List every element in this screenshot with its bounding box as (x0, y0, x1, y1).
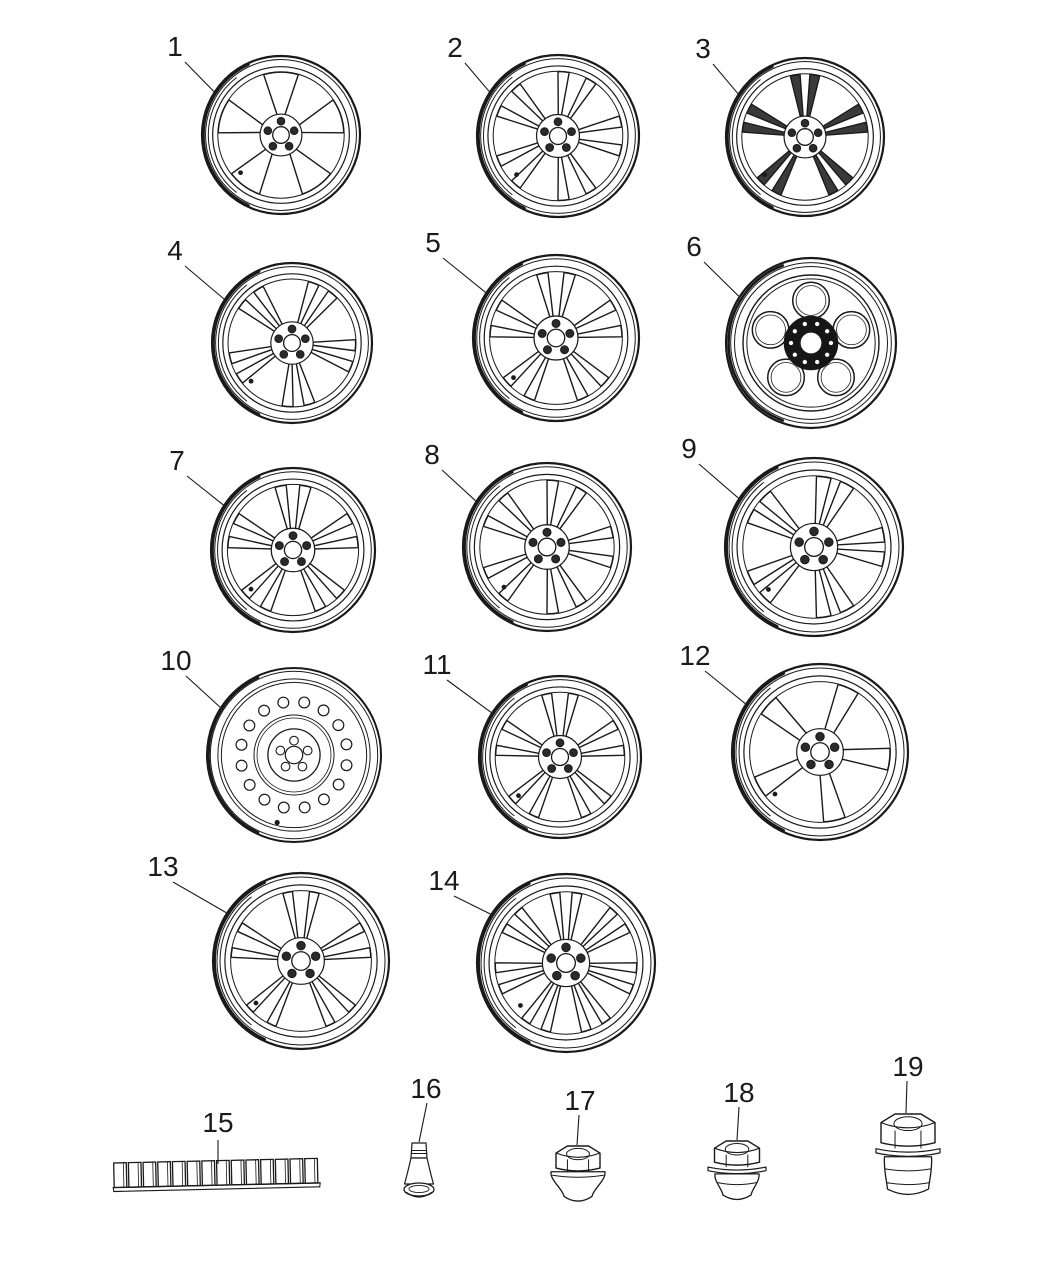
part-2-aluminum-wheel-10-spoke: 2 (447, 32, 641, 219)
part-16-tire-valve-stem: 16 (403, 1073, 442, 1198)
callout-7: 7 (169, 445, 185, 476)
leader-line-12 (704, 670, 746, 705)
part-13-aluminum-wheel-10-thin-spoke: 13 (147, 851, 391, 1051)
leader-line-6 (703, 261, 740, 297)
leader-line-9 (698, 463, 739, 499)
callout-8: 8 (424, 439, 440, 470)
callout-15: 15 (202, 1107, 233, 1138)
callout-2: 2 (447, 32, 463, 63)
part-3-aluminum-wheel-5-double-spoke-painted: 3 (695, 33, 886, 218)
leader-line-11 (446, 679, 492, 713)
callout-16: 16 (410, 1073, 441, 1104)
leader-line-16 (418, 1102, 428, 1143)
part-4-aluminum-wheel-5-split-spoke: 4 (167, 235, 374, 425)
callout-6: 6 (686, 231, 702, 262)
leader-line-14 (453, 895, 491, 915)
leader-line-2 (464, 62, 490, 92)
part-9-aluminum-wheel-5-wide-split-spoke: 9 (681, 433, 905, 638)
callout-19: 19 (892, 1051, 923, 1082)
part-1-aluminum-wheel-5-spoke: 1 (167, 31, 362, 216)
part-15-wheel-balance-weight-strip: 15 (112, 1107, 321, 1193)
callout-13: 13 (147, 851, 178, 882)
callout-10: 10 (160, 645, 191, 676)
callout-9: 9 (681, 433, 697, 464)
part-14-aluminum-wheel-7-y-spoke-mesh: 14 (428, 865, 657, 1054)
part-19-lug-nut-capped: 19 (875, 1051, 941, 1196)
leader-line-18 (736, 1106, 740, 1141)
leader-line-17 (576, 1114, 580, 1146)
leader-line-8 (441, 469, 476, 502)
leader-line-1 (184, 61, 215, 92)
callout-1: 1 (167, 31, 183, 62)
callout-4: 4 (167, 235, 183, 266)
leader-line-3 (712, 63, 739, 94)
leader-line-7 (186, 475, 224, 506)
callout-5: 5 (425, 227, 441, 258)
part-7-aluminum-wheel-5-y-spoke: 7 (169, 445, 377, 634)
part-17-lug-nut-open-end: 17 (550, 1085, 606, 1202)
leader-line-4 (184, 265, 225, 300)
callout-12: 12 (679, 640, 710, 671)
part-11-aluminum-wheel-10-spoke-mesh: 11 (422, 649, 643, 840)
leader-line-13 (172, 881, 227, 914)
callout-14: 14 (428, 865, 459, 896)
callout-3: 3 (695, 33, 711, 64)
part-18-lug-nut-flanged: 18 (707, 1077, 767, 1201)
leader-line-5 (442, 257, 486, 293)
part-10-steel-spare-wheel: 10 (160, 645, 382, 843)
callout-17: 17 (564, 1085, 595, 1116)
callout-18: 18 (723, 1077, 754, 1108)
callout-11: 11 (422, 649, 451, 680)
part-6-steel-wheel-5-hole: 6 (686, 231, 898, 430)
part-12-aluminum-wheel-5-spoke-sport: 12 (679, 640, 910, 842)
part-5-aluminum-wheel-10-spoke-tapered: 5 (425, 227, 641, 423)
leader-line-19 (905, 1080, 908, 1114)
leader-line-10 (185, 675, 221, 708)
part-8-aluminum-wheel-10-spoke-forked: 8 (424, 439, 633, 633)
